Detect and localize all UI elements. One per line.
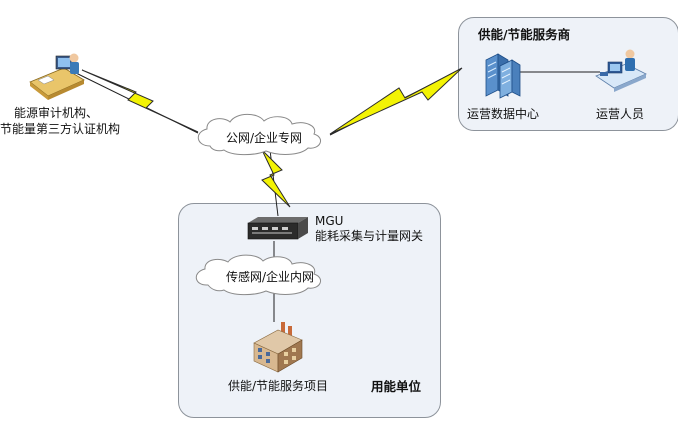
staff-label: 运营人员: [596, 107, 645, 121]
rack-gateway-device-icon: [247, 217, 308, 240]
public-network-label: 公网/企业专网: [226, 131, 303, 145]
gateway-name: MGU: [315, 214, 344, 228]
factory-icon: [253, 322, 303, 373]
public-network-cloud: [197, 113, 322, 156]
provider-title: 供能/节能服务商: [478, 27, 571, 42]
gateway-desc: 能耗采集与计量网关: [315, 229, 424, 243]
lightning-bolt-left: [81, 69, 199, 133]
office-desk-computer-icon: [29, 53, 85, 100]
project-label: 供能/节能服务项目: [228, 379, 329, 393]
lightning-bolt-down: [261, 149, 291, 208]
sensor-network-cloud: [195, 254, 322, 296]
audit-label-line1: 能源审计机构、: [14, 106, 99, 120]
operator-workstation-icon: [595, 49, 647, 92]
lightning-bolt-right: [329, 67, 463, 135]
audit-label-line2: 节能量第三方认证机构: [0, 122, 121, 136]
server-building-icon: [485, 53, 521, 99]
consumer-panel: [178, 203, 441, 418]
datacenter-label: 运营数据中心: [467, 107, 540, 121]
consumer-title: 用能单位: [371, 379, 422, 394]
sensor-network-label: 传感网/企业内网: [226, 270, 315, 284]
